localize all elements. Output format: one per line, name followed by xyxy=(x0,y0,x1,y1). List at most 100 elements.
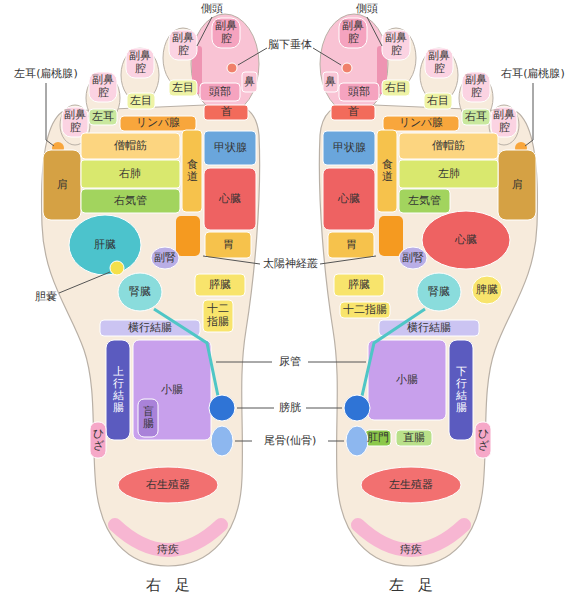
zone-fill xyxy=(475,422,491,458)
zone-label: 副鼻腔 xyxy=(464,74,488,99)
zone-fill xyxy=(368,340,446,420)
zone-label: 左気管 xyxy=(408,195,441,208)
zone-fill xyxy=(81,189,180,213)
zone-label: 小腸 xyxy=(396,374,418,387)
zone-label: 頭部 xyxy=(209,86,231,99)
callout-label: 胆嚢 xyxy=(35,291,57,303)
zone-fill xyxy=(69,215,141,275)
callout-label: 右耳(扁桃腺) xyxy=(501,68,565,80)
zone-label: 副鼻腔 xyxy=(64,109,86,134)
left-foot xyxy=(319,14,537,566)
reflex-zone: 左目 xyxy=(127,93,155,109)
reflex-zone: 右生殖器 xyxy=(118,467,218,503)
zone-label: 心臓 xyxy=(219,193,241,206)
zone-fill xyxy=(133,340,211,440)
ureter xyxy=(154,309,218,396)
reflex-zone: 副鼻腔 xyxy=(462,72,490,102)
zone-fill xyxy=(462,109,490,125)
reflex-zone: 痔疾 xyxy=(148,542,188,558)
zone-fill xyxy=(334,274,384,296)
zone-label: 痔疾 xyxy=(400,544,422,557)
zone-label: 頭部 xyxy=(348,86,370,99)
zone-label: 右気管 xyxy=(114,195,147,208)
zone-fill xyxy=(383,116,459,131)
zone-fill xyxy=(182,130,202,212)
zone-fill xyxy=(323,168,375,230)
zone-label: 左目 xyxy=(172,82,194,95)
zone-label: 左肺 xyxy=(438,168,460,181)
zone-fill xyxy=(90,422,106,458)
reflex-zone: リンパ腺 xyxy=(383,116,459,131)
reflex-zone: 肩 xyxy=(498,150,536,220)
zone-fill xyxy=(138,399,158,437)
zone-label: 痔疾 xyxy=(157,544,179,557)
zone-label: 胃 xyxy=(346,239,357,252)
zone-fill xyxy=(323,131,375,165)
zone-label: 鼻 xyxy=(244,76,255,88)
zone-label: 盲腸 xyxy=(143,406,154,430)
reflex-zone: 左生殖器 xyxy=(361,467,461,503)
zone-label: 心臓 xyxy=(455,234,477,247)
zone-label: リンパ腺 xyxy=(399,117,443,130)
zone-label: 左生殖器 xyxy=(389,479,433,492)
zone-label: 横行結腸 xyxy=(407,322,451,335)
callout-label: 太陽神経叢 xyxy=(263,258,318,270)
zone-fill xyxy=(328,232,374,258)
reflex-zone: 胃 xyxy=(328,232,374,258)
coccyx-zone xyxy=(211,426,233,456)
zone-fill xyxy=(399,247,427,269)
zone-fill xyxy=(424,93,452,109)
zone-label: 副腎 xyxy=(154,252,176,265)
reflex-zone: 脾臓 xyxy=(472,276,502,304)
reflex-zone: 副鼻腔 xyxy=(62,107,88,137)
reflex-zone: 頭部 xyxy=(200,83,240,101)
zone-fill xyxy=(339,18,367,48)
zone-fill xyxy=(399,189,450,213)
zone-label: 膵臓 xyxy=(209,279,231,292)
reflex-zone: 左耳 xyxy=(89,109,117,125)
reflex-zone: 鼻 xyxy=(323,72,338,92)
reflex-zone: 左肺 xyxy=(399,160,498,188)
zone-label: 副腎 xyxy=(402,252,424,265)
zone-label: 十二指腸 xyxy=(343,304,387,317)
zone-fill xyxy=(361,467,461,503)
zone-label: 小腸 xyxy=(161,384,183,397)
reflex-zone: 下行結腸 xyxy=(449,340,473,440)
zone-fill xyxy=(200,83,240,101)
zone-label: 食道 xyxy=(187,159,198,183)
reflex-zone: 左気管 xyxy=(399,189,450,213)
reflex-zone: 副鼻腔 xyxy=(491,107,517,137)
zone-label: 首 xyxy=(348,106,359,119)
zone-label: ひざ xyxy=(93,428,104,452)
reflex-zone: 右目 xyxy=(382,80,410,96)
reflex-zone: 僧帽筋 xyxy=(81,133,180,159)
zone-fill xyxy=(365,430,391,446)
zone-fill xyxy=(127,93,155,109)
reflex-zone: 肛門 xyxy=(365,430,391,446)
reflex-zone: 甲状腺 xyxy=(204,131,256,165)
zone-label: 副鼻腔 xyxy=(341,20,365,45)
callout-label: 側頭 xyxy=(201,3,223,15)
zone-fill xyxy=(81,160,180,188)
zone-fill xyxy=(169,80,197,96)
zone-fill xyxy=(462,72,490,102)
reflex-zone: 副鼻腔 xyxy=(212,18,240,48)
zone-fill xyxy=(212,18,240,48)
zone-fill xyxy=(169,30,197,60)
reflex-zone: 副鼻腔 xyxy=(169,30,197,60)
zone-label: 十二指腸 xyxy=(205,303,231,328)
reflex-zone: 食道 xyxy=(377,130,397,212)
reflex-zone: 膵臓 xyxy=(195,274,245,296)
zone-fill xyxy=(491,107,517,137)
zone-fill xyxy=(203,300,233,332)
zone-fill xyxy=(204,168,256,230)
zone-label: 首 xyxy=(221,106,232,119)
reflex-zone: 右耳 xyxy=(462,109,490,125)
reflex-zone: 甲状腺 xyxy=(323,131,375,165)
zone-fill xyxy=(396,430,432,446)
zone-label: 右生殖器 xyxy=(146,479,190,492)
zone-fill xyxy=(422,211,510,269)
reflex-zone: ひざ xyxy=(90,422,106,458)
zone-fill xyxy=(89,72,117,102)
